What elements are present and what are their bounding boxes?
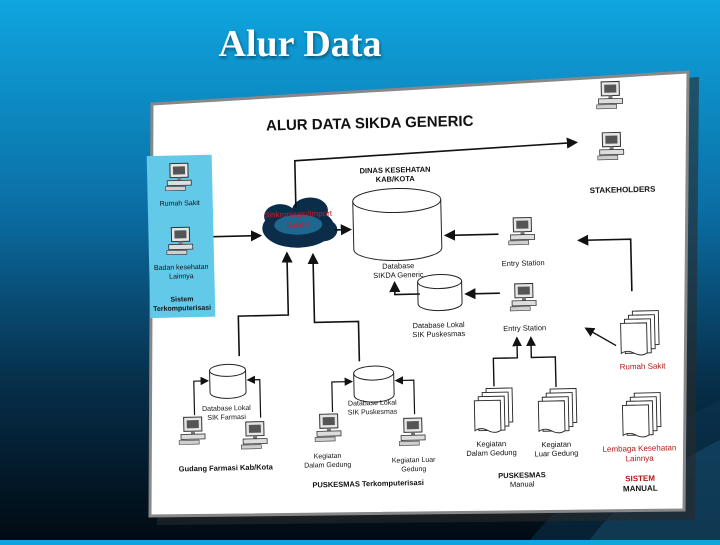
- badan-kesehatan-label-2: Lainnya: [169, 273, 194, 281]
- sistem-terkomputerisasi-label-2: Terkomputerisasi: [153, 305, 211, 313]
- lembaga-label-1: Lembaga Kesehatan: [602, 443, 676, 454]
- sistem-terkomputerisasi-label-1: Sistem: [170, 296, 193, 304]
- db-lokal-puskesmas-tk-label-2: SIK Puskesmas: [348, 409, 398, 417]
- sistem-manual-label-1: SISTEM: [625, 474, 655, 484]
- database-lokal-farmasi-icon: [209, 364, 246, 399]
- kegiatan-dalam-label-2: Dalam Gedung: [304, 462, 351, 470]
- sistem-manual-label-2: MANUAL: [623, 484, 658, 494]
- entry-station-label-2: Entry Station: [503, 323, 546, 333]
- rumah-sakit-manual-label: Rumah Sakit: [620, 361, 667, 371]
- db-lokal-puskesmas-label-2: SIK Puskesmas: [412, 329, 465, 339]
- kegiatan-luar-label-1: Kegiatan Luar: [392, 457, 436, 465]
- db-lokal-farmasi-label-1: Database Lokal: [202, 405, 251, 413]
- cloud-label-2: Datalist: [287, 221, 311, 229]
- dinas-heading-2: KAB/KOTA: [376, 174, 416, 184]
- kegiatan-dalam-label-1: Kegiatan: [314, 453, 342, 461]
- manual-kegiatan-dalam-label-2: Dalam Gedung: [466, 448, 517, 458]
- db-lokal-farmasi-label-2: SIK Farmasi: [207, 414, 246, 422]
- database-sikda-icon: [352, 188, 442, 262]
- entry-station-label-1: Entry Station: [502, 258, 545, 268]
- rumah-sakit-label: Rumah Sakit: [160, 200, 200, 208]
- cloud-label-1: Sinkronisasi/Import: [264, 209, 333, 220]
- lembaga-label-2: Lainnya: [626, 454, 655, 464]
- kegiatan-luar-label-2: Gedung: [401, 466, 426, 474]
- database-lokal-puskesmas-terkomputerisasi-icon: [353, 366, 394, 403]
- badan-kesehatan-label-1: Badan kesehatan: [154, 264, 209, 272]
- db-lokal-puskesmas-tk-label-1: Database Lokal: [348, 400, 397, 408]
- database-lokal-puskesmas-icon: [417, 274, 462, 311]
- stakeholders-label: STAKEHOLDERS: [590, 185, 656, 196]
- database-sikda-label-2: SIKDA Generic: [373, 270, 424, 280]
- manual-kegiatan-luar-label-2: Luar Gedung: [535, 448, 579, 458]
- puskesmas-manual-label-2: Manual: [510, 479, 535, 489]
